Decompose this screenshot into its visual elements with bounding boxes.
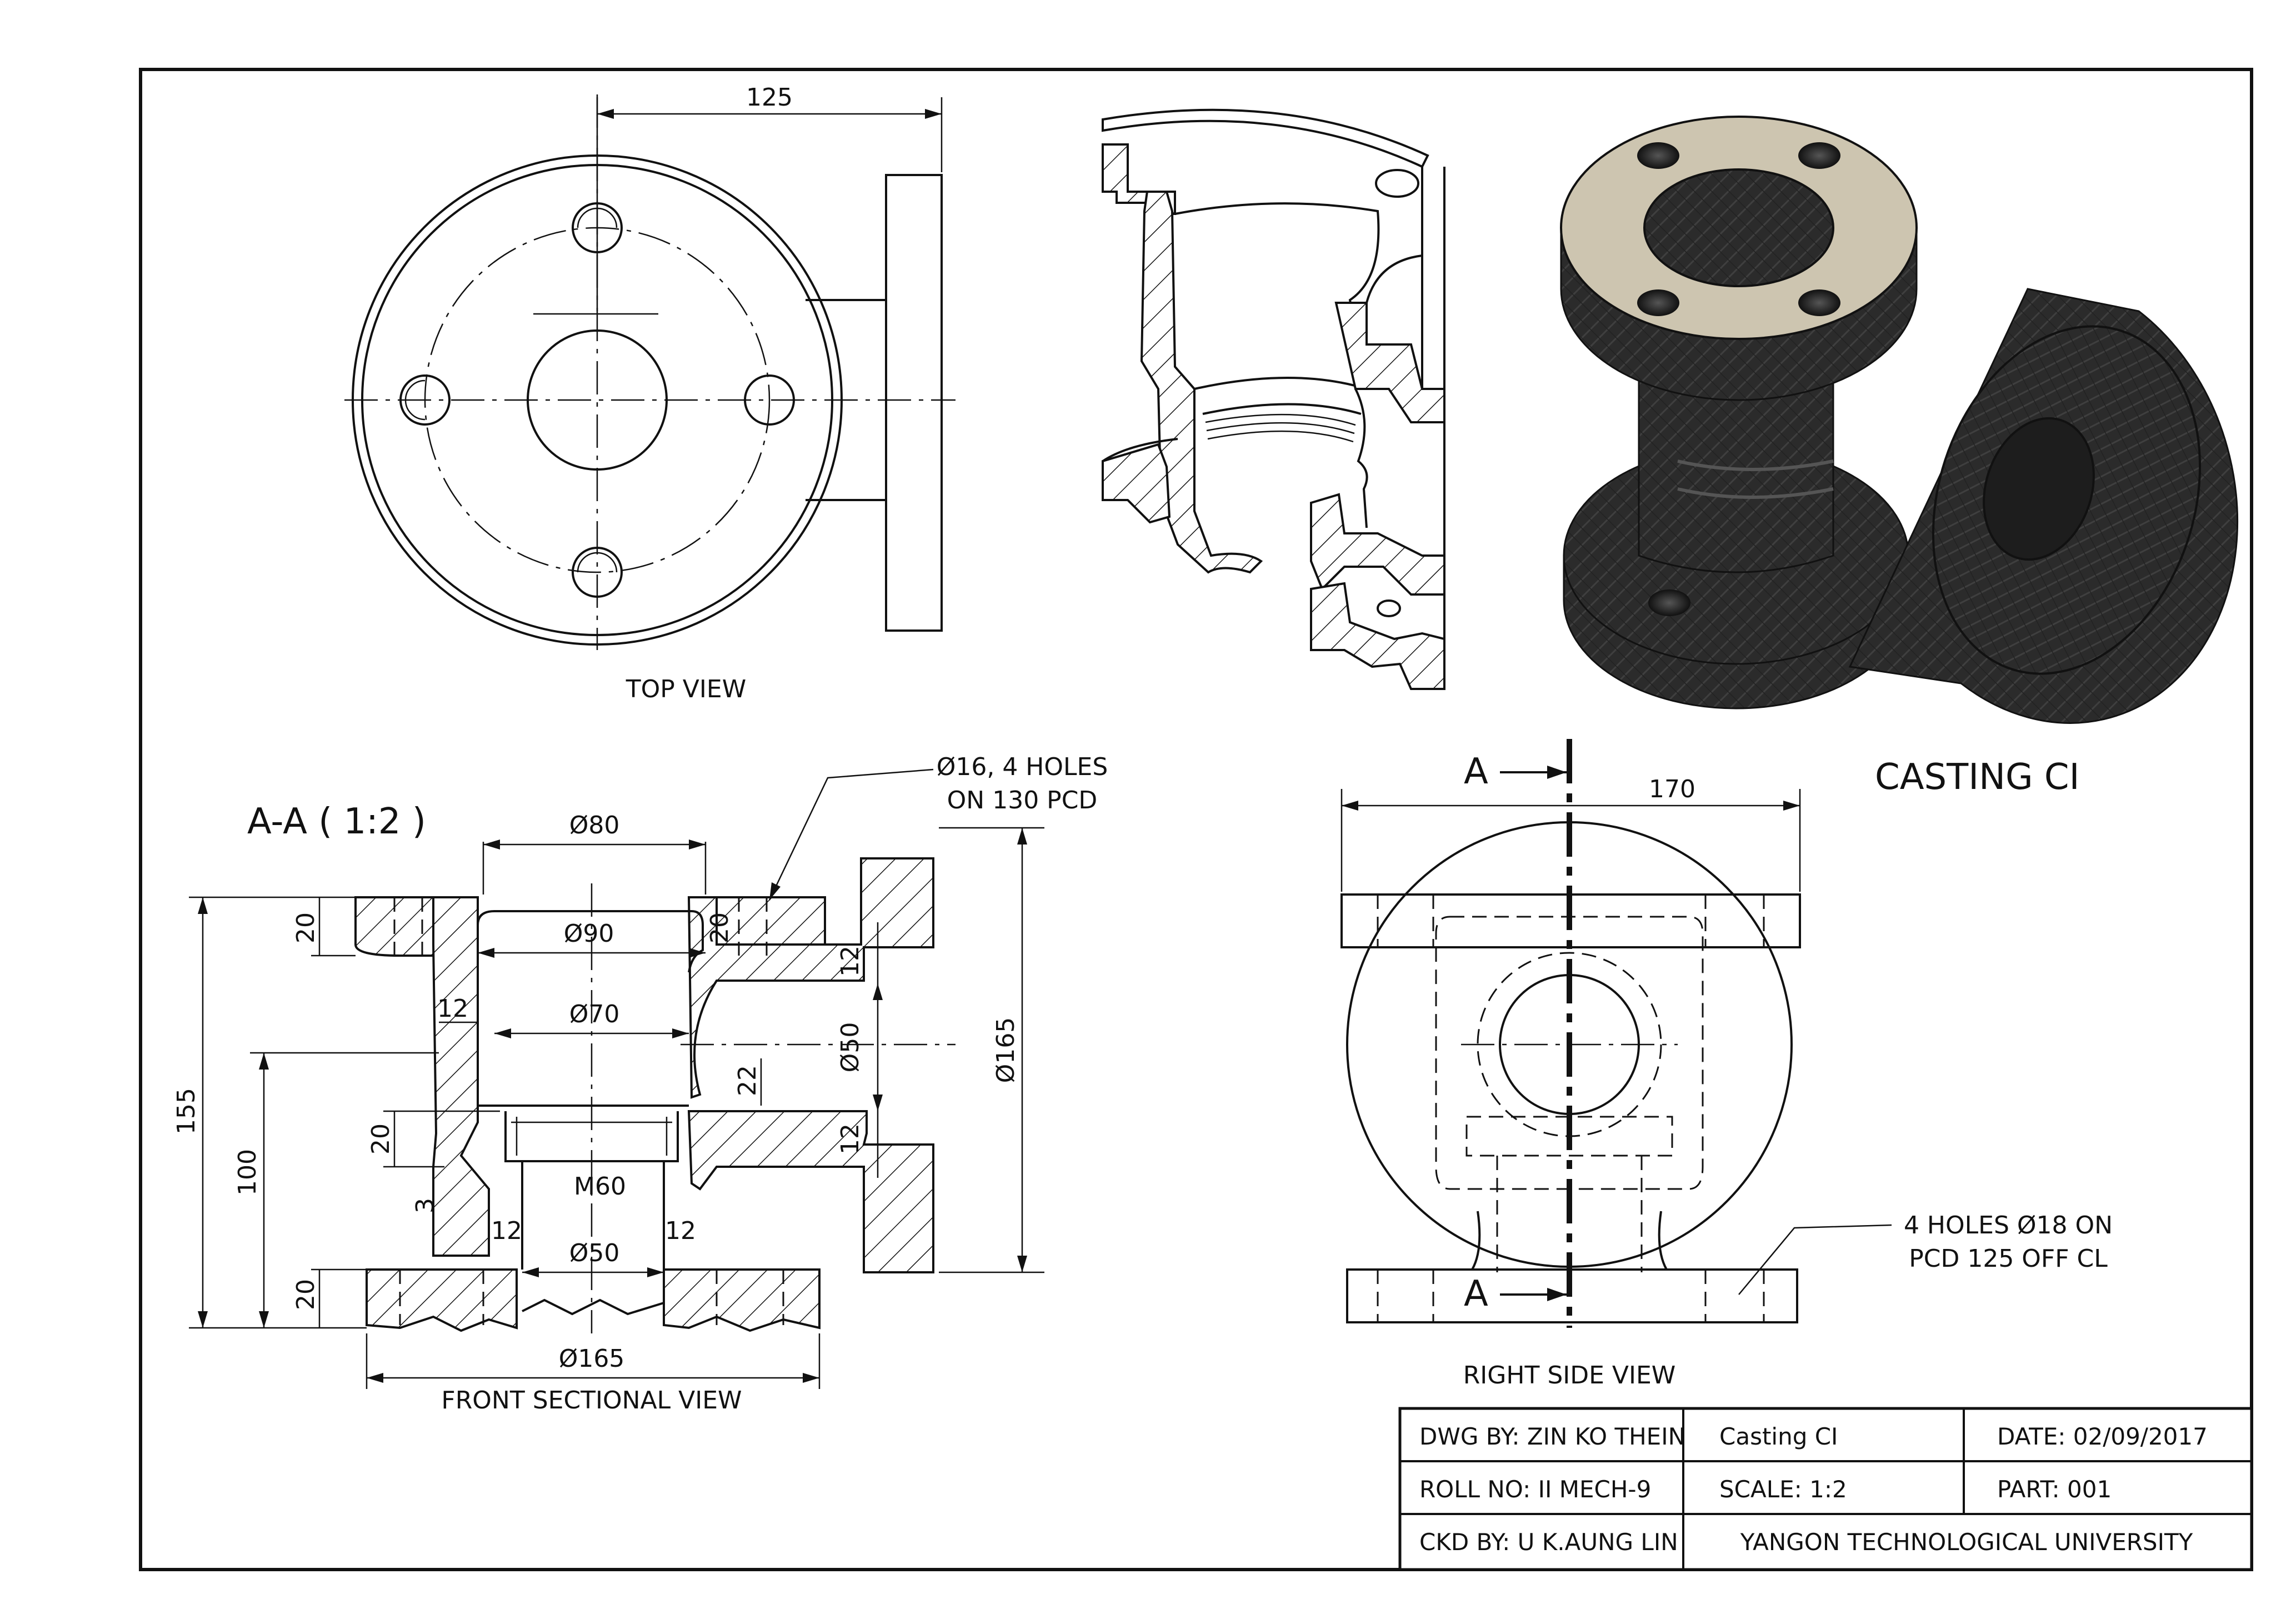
title-block: DWG BY: ZIN KO THEIN Casting CI DATE: 02… (1398, 1407, 2253, 1571)
casting-render (1560, 116, 2239, 724)
casting-label: CASTING CI (1875, 757, 2079, 798)
section-a-top: A (1464, 751, 1488, 792)
date: DATE: 02/09/2017 (1997, 1423, 2208, 1450)
dim-d90: Ø90 (564, 920, 614, 948)
dim-170: 170 (1649, 775, 1695, 803)
sheet-border (139, 68, 2253, 1571)
dim-m60: M60 (574, 1172, 626, 1201)
dim-d70: Ø70 (569, 1000, 620, 1028)
dim-12-c: 12 (836, 946, 864, 977)
dim-3: 3 (411, 1198, 439, 1213)
top-view-label: TOP VIEW (626, 675, 746, 703)
dim-d50-bottom: Ø50 (569, 1239, 620, 1267)
dim-d165-side: Ø165 (992, 1017, 1020, 1083)
dim-12-left: 12 (437, 995, 468, 1023)
note-holes18-line1: 4 HOLES Ø18 ON (1904, 1211, 2113, 1240)
part-name: Casting CI (1719, 1423, 1838, 1450)
dim-100: 100 (233, 1149, 262, 1196)
dim-20-inner: 20 (706, 912, 734, 943)
dim-125: 125 (746, 83, 793, 112)
dim-20-top: 20 (292, 912, 320, 943)
right-side-view: CASTING CI A A 170 4 HOLES Ø18 ON PCD 12… (1340, 739, 2113, 1390)
dim-155: 155 (172, 1088, 201, 1135)
scale: SCALE: 1:2 (1719, 1476, 1847, 1503)
front-label: FRONT SECTIONAL VIEW (441, 1386, 742, 1415)
section-iso-view (1102, 108, 1445, 690)
dim-d50-side: Ø50 (836, 1022, 864, 1073)
right-label: RIGHT SIDE VIEW (1463, 1361, 1676, 1390)
section-a-bottom: A (1464, 1273, 1488, 1315)
top-view: 125 TOP VIEW (344, 83, 956, 703)
front-sectional-view: A-A ( 1:2 ) Ø80 Ø90 Ø70 M (172, 753, 1108, 1415)
part-no: PART: 001 (1997, 1476, 2112, 1503)
dim-20-bottom: 20 (292, 1279, 320, 1310)
note-holes16-line1: Ø16, 4 HOLES (937, 753, 1108, 781)
dim-12-b: 12 (665, 1217, 696, 1245)
university: YANGON TECHNOLOGICAL UNIVERSITY (1740, 1528, 2193, 1556)
section-label: A-A ( 1:2 ) (247, 801, 426, 842)
dim-22: 22 (733, 1065, 762, 1096)
dim-d80: Ø80 (569, 811, 620, 840)
note-holes18-line2: PCD 125 OFF CL (1909, 1245, 2108, 1273)
dim-20-mid: 20 (367, 1123, 395, 1155)
dim-d165-bottom: Ø165 (559, 1345, 625, 1373)
note-holes16-line2: ON 130 PCD (947, 786, 1098, 815)
roll-no: ROLL NO: II MECH-9 (1419, 1476, 1651, 1503)
dim-12-d: 12 (836, 1123, 864, 1155)
dwg-by: DWG BY: ZIN KO THEIN (1419, 1423, 1685, 1450)
ckd-by: CKD BY: U K.AUNG LIN (1419, 1528, 1678, 1556)
dim-12-a: 12 (491, 1217, 522, 1245)
